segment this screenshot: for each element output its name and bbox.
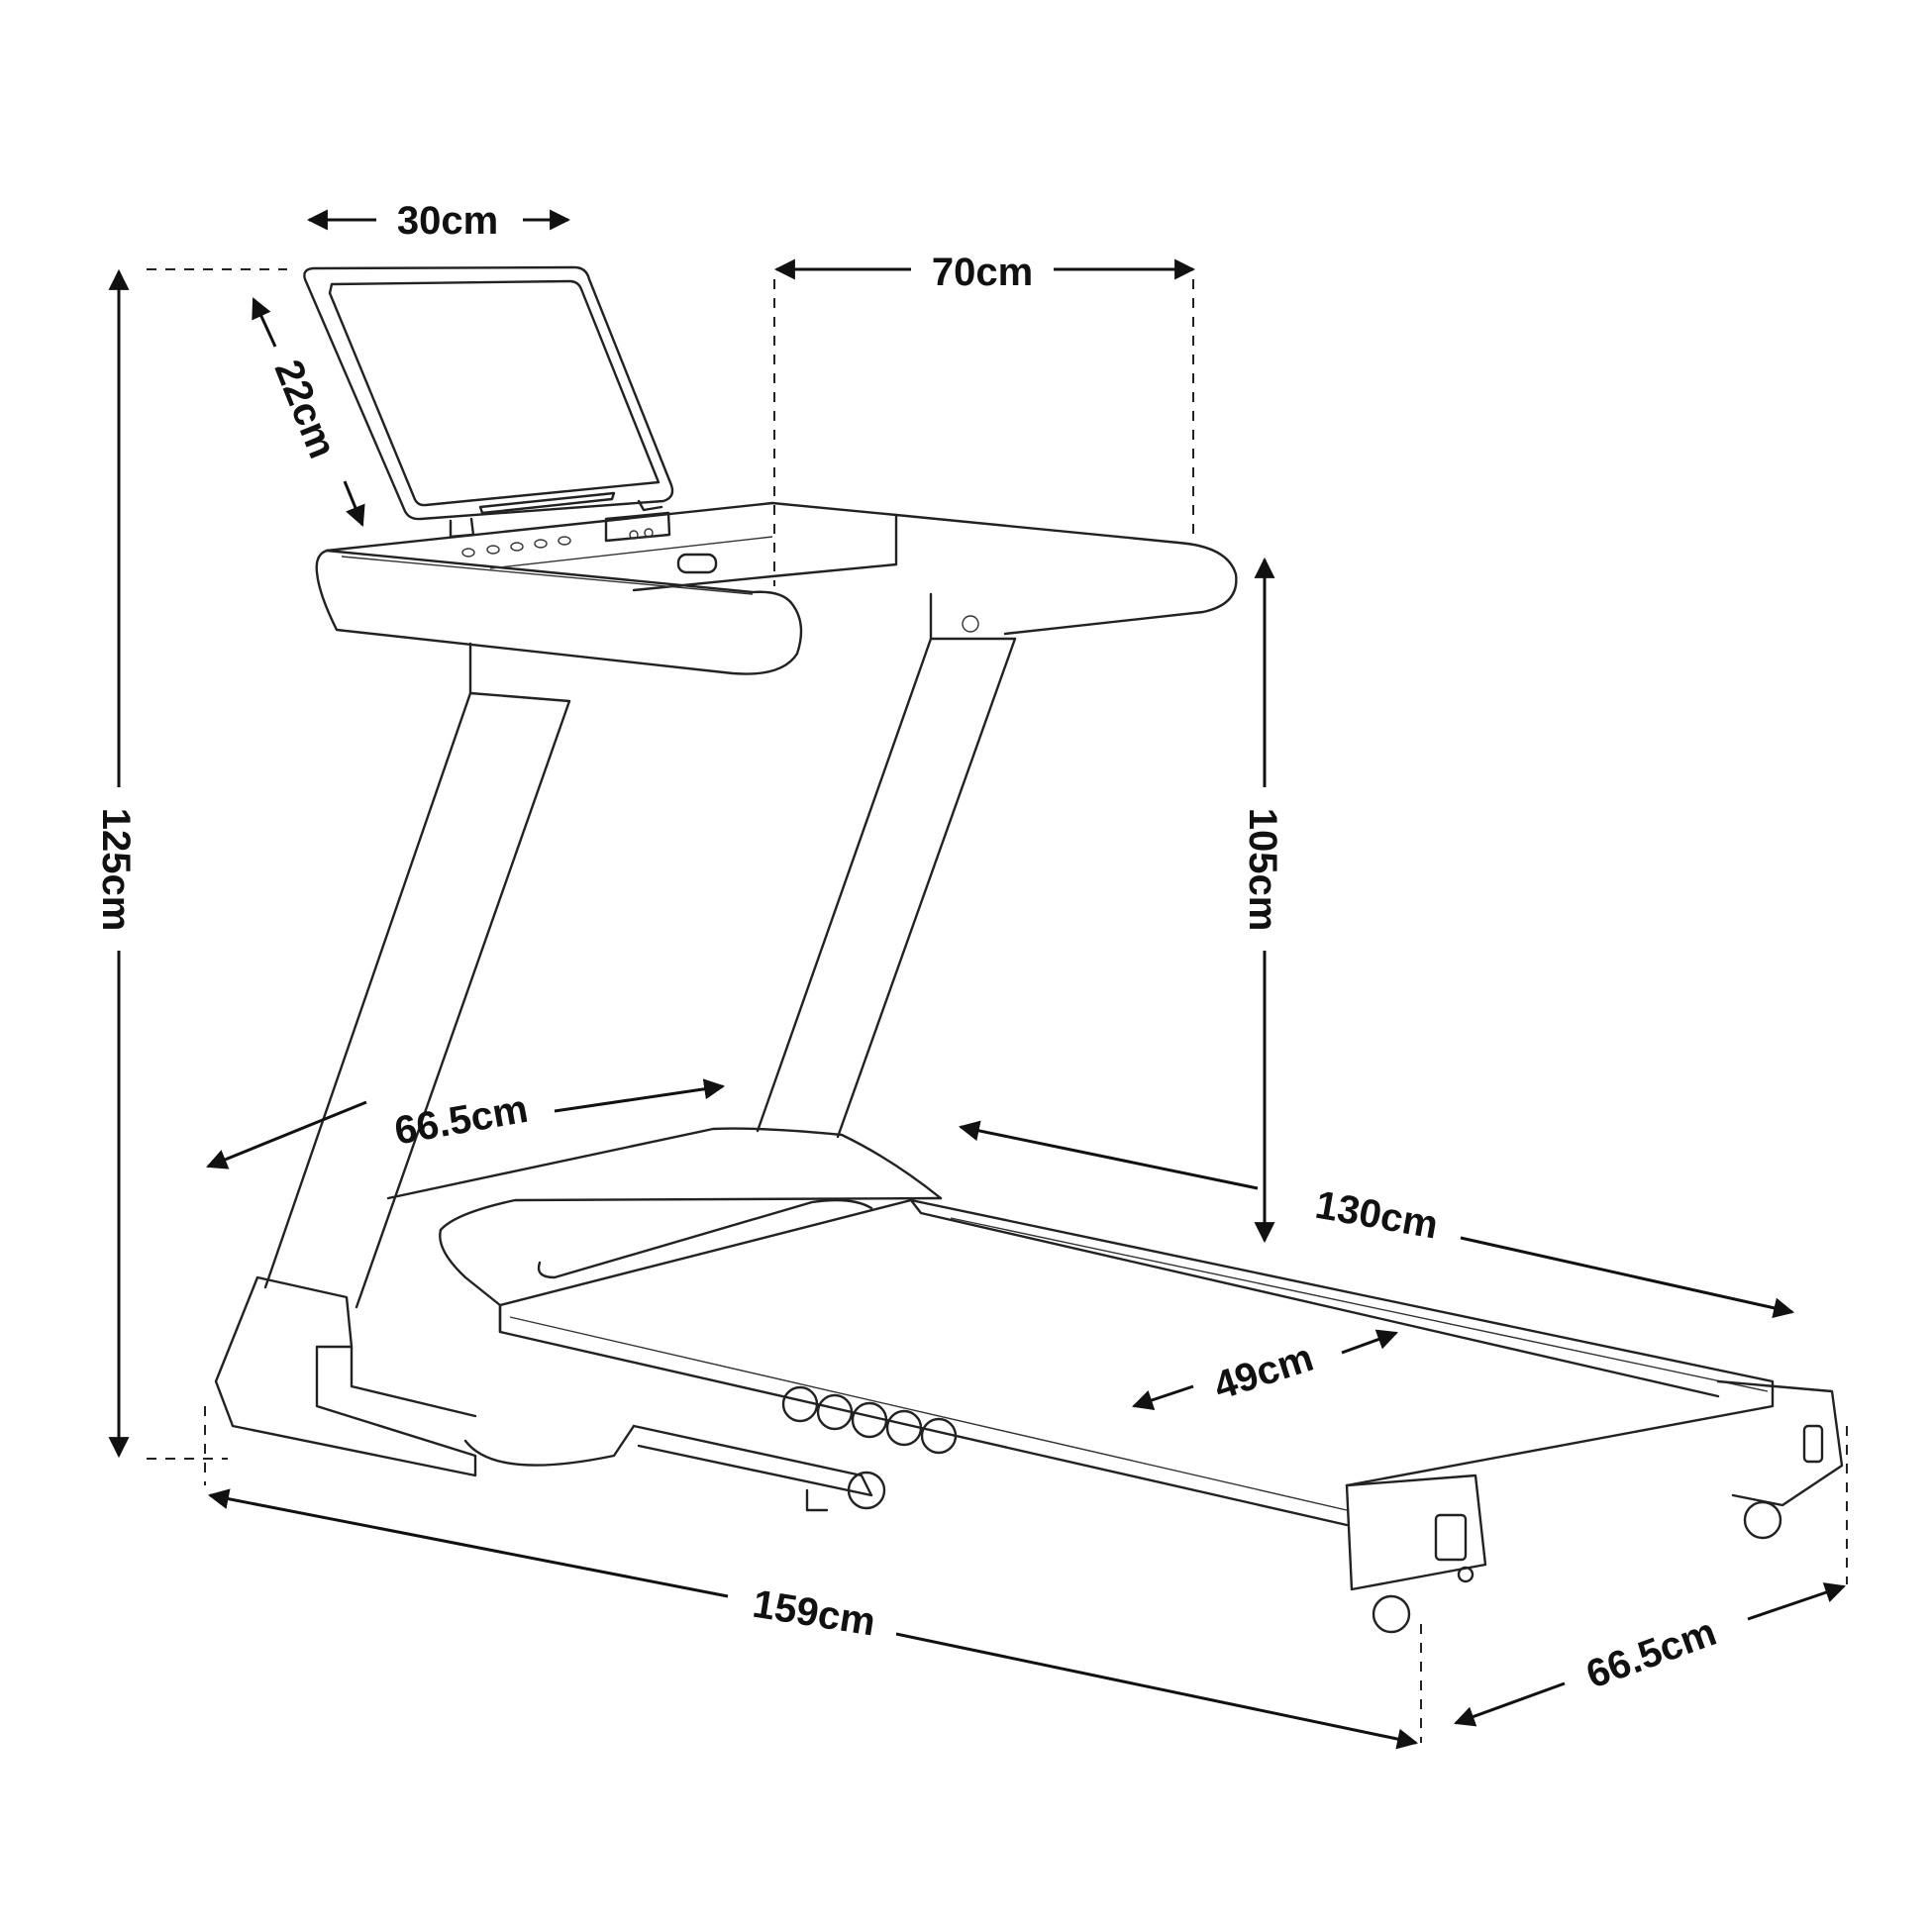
front-base <box>214 1275 886 1512</box>
label-total-height: 125cm <box>94 808 138 932</box>
label-handrail-height: 105cm <box>1241 808 1284 932</box>
rear-end-caps <box>1345 1379 1844 1634</box>
label-handrail-width: 66.5cm <box>391 1087 531 1154</box>
label-total-width: 66.5cm <box>1580 1610 1722 1697</box>
label-total-length: 159cm <box>750 1582 878 1645</box>
console-screen <box>303 265 674 539</box>
running-deck <box>498 1198 1775 1527</box>
uprights <box>263 592 1017 1309</box>
label-running-length: 130cm <box>1312 1183 1441 1248</box>
label-screen-width: 30cm <box>397 199 498 243</box>
console-deck <box>315 501 1238 675</box>
label-screen-height: 22cm <box>265 354 344 463</box>
label-belt-width: 49cm <box>1209 1336 1319 1408</box>
side-knobs <box>781 1385 958 1455</box>
treadmill-drawing <box>214 265 1844 1634</box>
motor-hood <box>386 1127 943 1334</box>
label-console-depth: 70cm <box>932 251 1033 294</box>
dimension-lines <box>108 209 1848 1750</box>
